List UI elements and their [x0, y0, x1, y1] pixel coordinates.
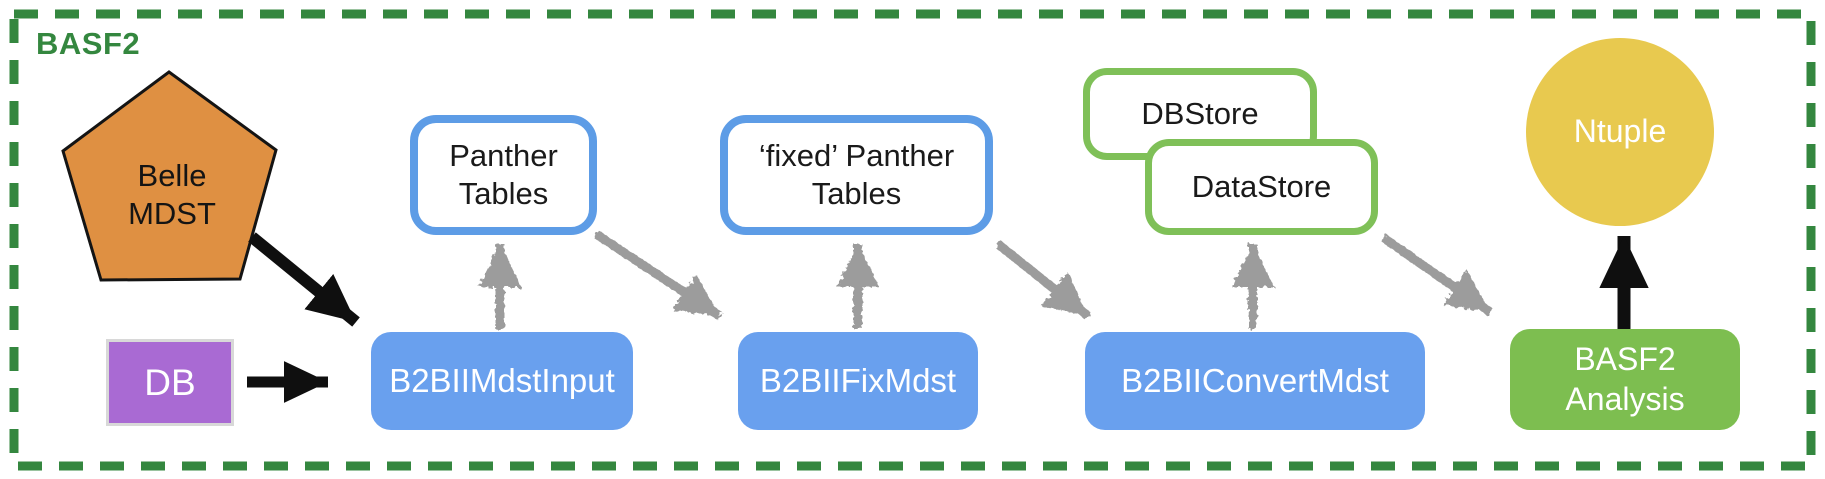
- node-b2bii-fix-mdst: B2BIIFixMdst: [738, 332, 978, 430]
- node-datastore: DataStore: [1145, 139, 1378, 235]
- arrow-fixedpanther-to-convertmdst: [995, 240, 1091, 320]
- node-b2bii-mdst-input: B2BIIMdstInput: [371, 332, 633, 430]
- arrow-datastore-to-analysis: [1381, 234, 1493, 316]
- frame-title: BASF2: [36, 26, 141, 61]
- node-ntuple: Ntuple: [1526, 38, 1714, 226]
- node-db: DB: [106, 339, 234, 426]
- node-b2bii-convert-mdst: B2BIIConvertMdst: [1085, 332, 1425, 430]
- node-panther-tables: Panther Tables: [410, 115, 597, 235]
- chalk-arrows-group: [478, 230, 1493, 329]
- arrow-bellemdst-to-mdstinput: [248, 232, 360, 327]
- arrow-panthertables-to-fixmdst: [593, 230, 723, 320]
- basf2-frame-border: [9, 9, 1816, 471]
- belle-mdst-pentagon: [61, 70, 278, 282]
- node-basf2-analysis: BASF2 Analysis: [1510, 329, 1740, 430]
- node-fixed-panther-tables: ‘fixed’ Panther Tables: [720, 115, 993, 235]
- node-belle-mdst-label: Belle MDST: [128, 158, 216, 231]
